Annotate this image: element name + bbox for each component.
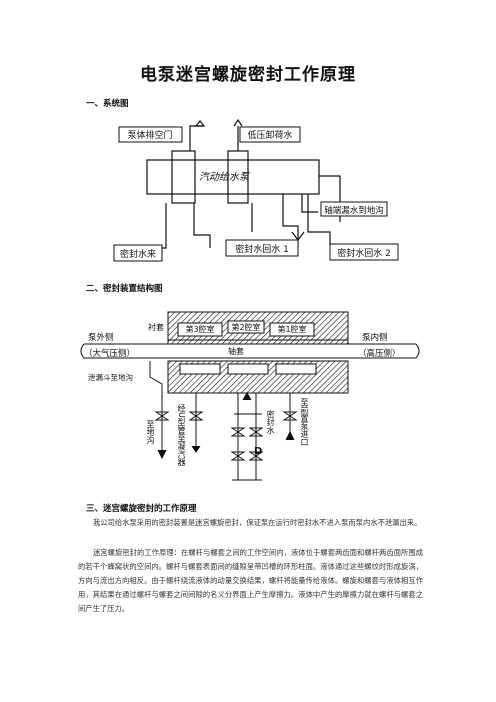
label-inner-sub: （高压侧） <box>358 348 401 359</box>
label-outer-sub: （大气压侧） <box>84 348 135 359</box>
label-return-1: 密封水回水 1 <box>235 243 289 255</box>
page-title: 电泵迷宫螺旋密封工作原理 <box>140 65 356 85</box>
label-inner: 泵内侧 <box>362 332 388 343</box>
section-heading-structure: 二、密封装置结构图 <box>86 284 163 294</box>
label-chamber-1: 第1腔室 <box>277 324 306 334</box>
label-return-2: 密封水回水 2 <box>337 247 391 259</box>
label-to-inlet: 至前置泵进口 <box>300 398 309 446</box>
paragraph-principle: 迷宫螺旋密封的工作原理：在螺杆与螺套之间的工作空间内，液体位于螺套两齿面和螺杆两… <box>78 548 423 613</box>
label-to-drain: 至地沟 <box>146 420 155 444</box>
label-chamber-2: 第2腔室 <box>231 322 260 332</box>
label-leak-funnel: 泄漏斗至地沟 <box>88 372 133 382</box>
section-heading-system: 一、系统图 <box>86 99 129 109</box>
label-liner: 衬套 <box>148 322 164 332</box>
label-leak: 轴端漏水到地沟 <box>324 205 384 216</box>
label-d-mark: D <box>254 446 262 457</box>
paragraph-intro: 我公司给水泵采用的密封装置是迷宫螺旋密封，保证泵在运行时密封水不进入泵而泵内水不… <box>93 518 422 527</box>
label-seal-in: 密封水来 <box>120 248 156 260</box>
label-via-u: 经U型管至凝汽器 <box>177 404 186 466</box>
label-chamber-3: 第3腔室 <box>185 324 214 334</box>
label-seal-water: 密封水 <box>266 410 275 434</box>
label-vent: 泵体排空门 <box>127 129 172 141</box>
label-pump: 汽动给水泵 <box>199 171 251 183</box>
section-heading-principle: 三、迷宫螺旋密封的工作原理 <box>86 504 197 514</box>
label-sleeve: 轴套 <box>228 346 244 356</box>
label-lp-drain: 低压卸荷水 <box>247 129 292 141</box>
label-outer: 泵外侧 <box>88 332 114 343</box>
